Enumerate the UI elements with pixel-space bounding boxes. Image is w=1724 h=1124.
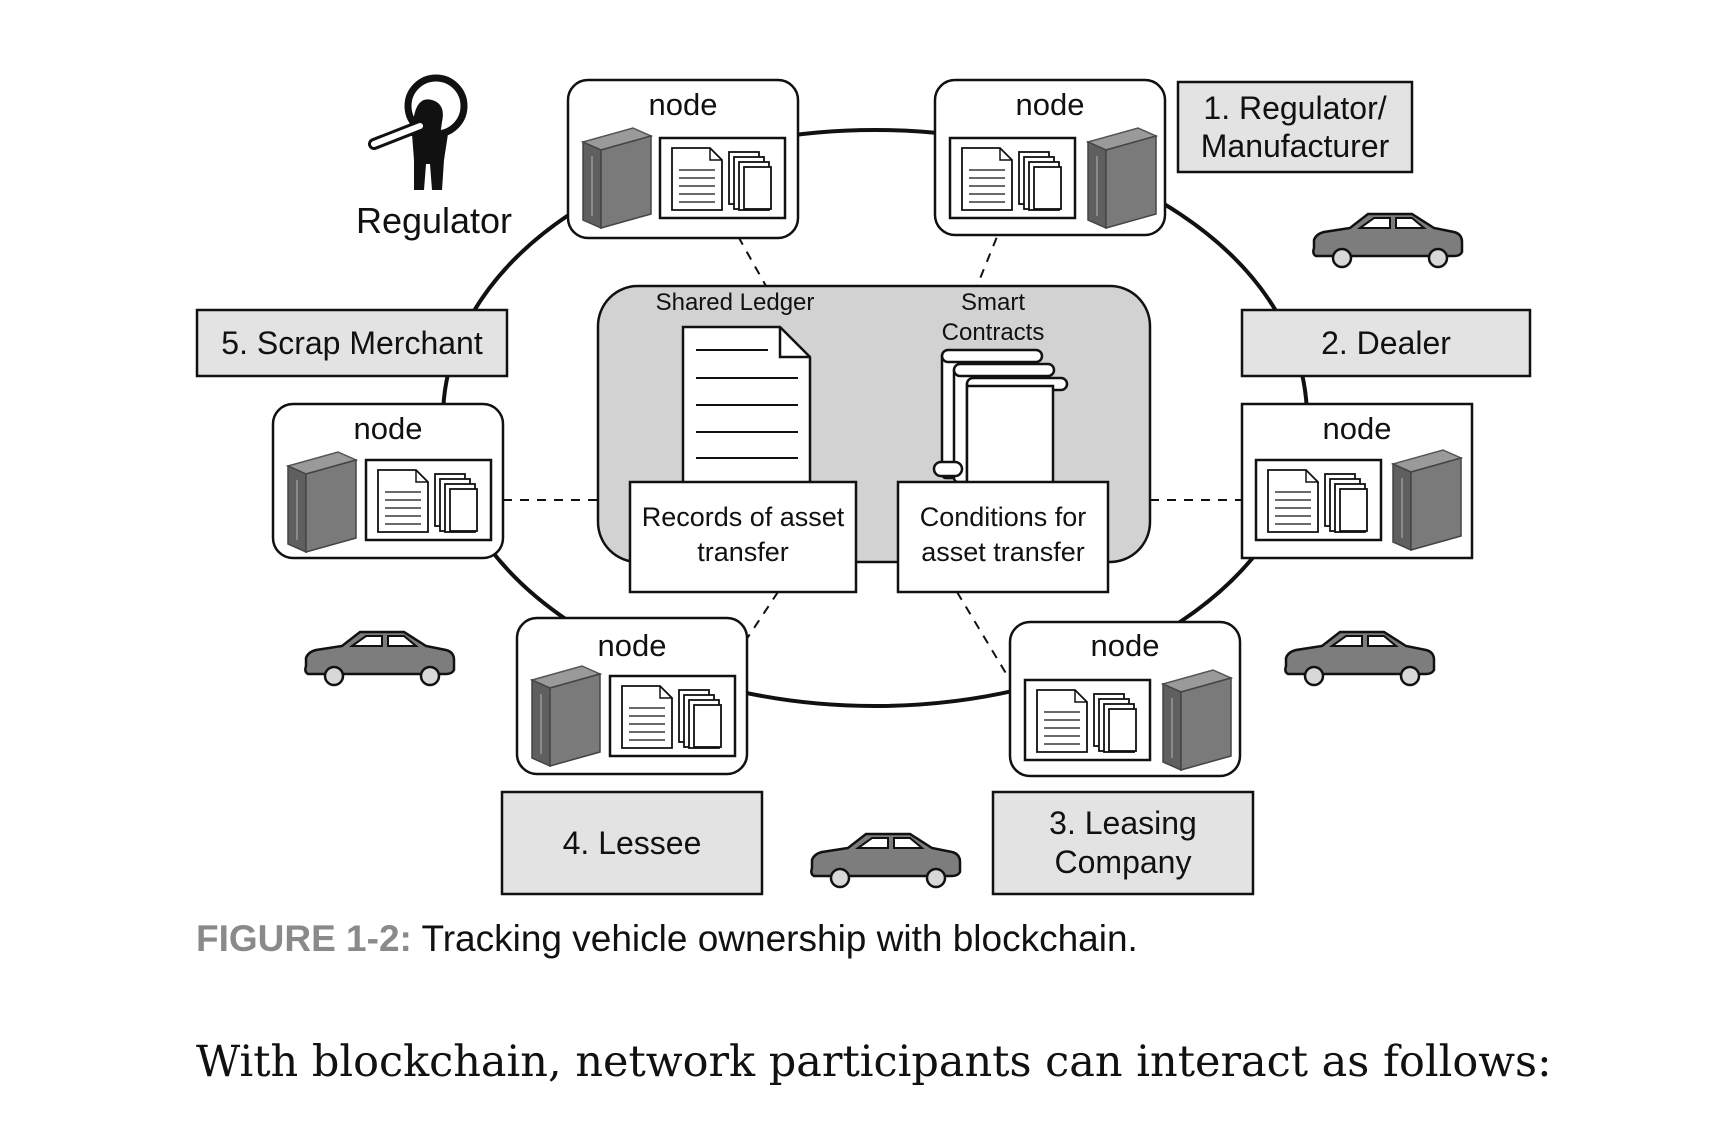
node-right: node: [1240, 402, 1474, 560]
ledger-copy-icon: [658, 136, 787, 220]
conditions-caption-line2: asset transfer: [921, 537, 1085, 567]
node-top-left: node: [566, 78, 800, 240]
participant-label: 2. Dealer: [1321, 325, 1451, 361]
participant-leasing-company: 3. Leasing Company: [991, 790, 1255, 896]
node-label: node: [649, 87, 718, 122]
records-caption-box: Records of asset transfer: [628, 480, 858, 594]
ledger-copy-icon: [364, 458, 493, 542]
node-label: node: [598, 628, 667, 663]
connector-lines: [503, 221, 1245, 681]
conditions-caption-box: Conditions for asset transfer: [896, 480, 1110, 594]
figure-caption: FIGURE 1-2: Tracking vehicle ownership w…: [196, 918, 1138, 960]
participant-label: 4. Lessee: [563, 825, 702, 861]
participant-label-line2: Company: [1055, 844, 1192, 880]
node-left: node: [271, 402, 505, 560]
body-paragraph: With blockchain, network participants ca…: [196, 1037, 1552, 1087]
participant-dealer: 2. Dealer: [1240, 308, 1532, 378]
server-icon: [1392, 449, 1462, 551]
smart-contracts-title: Smart: [961, 289, 1025, 316]
participant-regulator-manufacturer: 1. Regulator/ Manufacturer: [1176, 80, 1414, 174]
ledger-copy-icon: [1023, 678, 1152, 762]
smart-contracts-scroll-icon: [932, 348, 1069, 490]
shared-ledger-document-icon: [681, 325, 812, 489]
node-label: node: [1091, 628, 1160, 663]
conditions-caption-line1: Conditions for: [920, 502, 1087, 532]
participant-label: 5. Scrap Merchant: [221, 325, 483, 361]
node-bottom-right: node: [1008, 620, 1242, 778]
car-icon: [1312, 212, 1464, 269]
node-label: node: [1016, 87, 1085, 122]
blockchain-network-diagram: Shared Ledger Smart Contracts Records of…: [195, 74, 1532, 896]
figure-caption-text: Tracking vehicle ownership with blockcha…: [421, 918, 1138, 959]
server-icon: [287, 451, 357, 553]
participant-scrap-merchant: 5. Scrap Merchant: [195, 308, 509, 378]
participant-label-line2: Manufacturer: [1201, 128, 1390, 164]
ledger-copy-icon: [608, 674, 737, 758]
car-icon: [810, 832, 962, 889]
ledger-copy-icon: [948, 136, 1077, 220]
participant-lessee: 4. Lessee: [500, 790, 764, 896]
regulator-label: Regulator: [356, 200, 512, 241]
records-caption-line1: Records of asset: [642, 502, 845, 532]
regulator-magnifier-figure-icon: [368, 74, 468, 190]
smart-contracts-title-line2: Contracts: [942, 319, 1045, 346]
server-icon: [531, 665, 601, 767]
server-icon: [1162, 669, 1232, 771]
node-label: node: [354, 411, 423, 446]
participant-label-line1: 3. Leasing: [1049, 805, 1197, 841]
ledger-copy-icon: [1254, 458, 1383, 542]
node-bottom-left: node: [515, 616, 749, 776]
node-label: node: [1323, 411, 1392, 446]
car-icon: [304, 630, 456, 687]
records-caption-line2: transfer: [697, 537, 789, 567]
car-icon: [1284, 630, 1436, 687]
node-top-right: node: [933, 78, 1167, 237]
participant-label-line1: 1. Regulator/: [1203, 90, 1386, 126]
server-icon: [582, 127, 652, 229]
server-icon: [1087, 127, 1157, 229]
shared-ledger-title: Shared Ledger: [656, 289, 815, 316]
figure-label: FIGURE 1-2:: [196, 918, 412, 959]
